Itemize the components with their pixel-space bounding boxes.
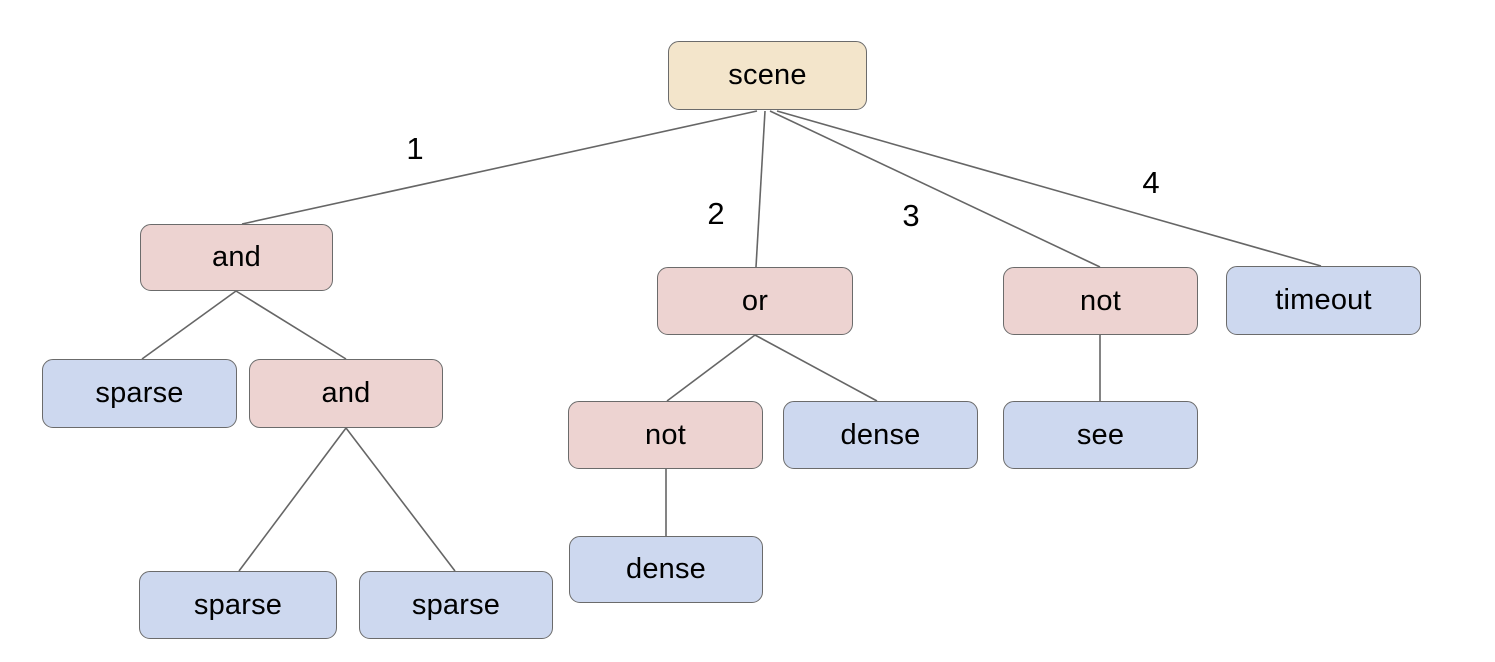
edge-scene-and1 <box>241 110 758 225</box>
edge-or-dense1 <box>754 334 878 402</box>
node-dense-2: dense <box>569 536 763 603</box>
edge-and1-and2 <box>235 290 347 360</box>
node-sparse-2: sparse <box>139 571 337 639</box>
edge-scene-or <box>755 110 766 268</box>
node-not-mid: not <box>568 401 763 469</box>
edge-label-1: 1 <box>406 131 424 166</box>
edge-or-notmid <box>666 334 756 402</box>
node-and-1: and <box>140 224 333 291</box>
node-scene: scene <box>668 41 867 110</box>
edge-and2-sparse2 <box>238 427 347 572</box>
edge-and1-sparse1 <box>141 290 237 360</box>
edge-label-3: 3 <box>902 198 920 233</box>
node-and-2: and <box>249 359 443 428</box>
node-see: see <box>1003 401 1198 469</box>
node-or: or <box>657 267 853 335</box>
node-not-right: not <box>1003 267 1198 335</box>
node-timeout: timeout <box>1226 266 1421 335</box>
edge-label-4: 4 <box>1142 165 1160 200</box>
edge-label-2: 2 <box>707 196 725 231</box>
node-sparse-1: sparse <box>42 359 237 428</box>
node-dense-1: dense <box>783 401 978 469</box>
edge-scene-timeout <box>776 110 1322 267</box>
edge-and2-sparse3 <box>345 427 456 572</box>
node-sparse-3: sparse <box>359 571 553 639</box>
edge-scene-not <box>769 110 1101 268</box>
